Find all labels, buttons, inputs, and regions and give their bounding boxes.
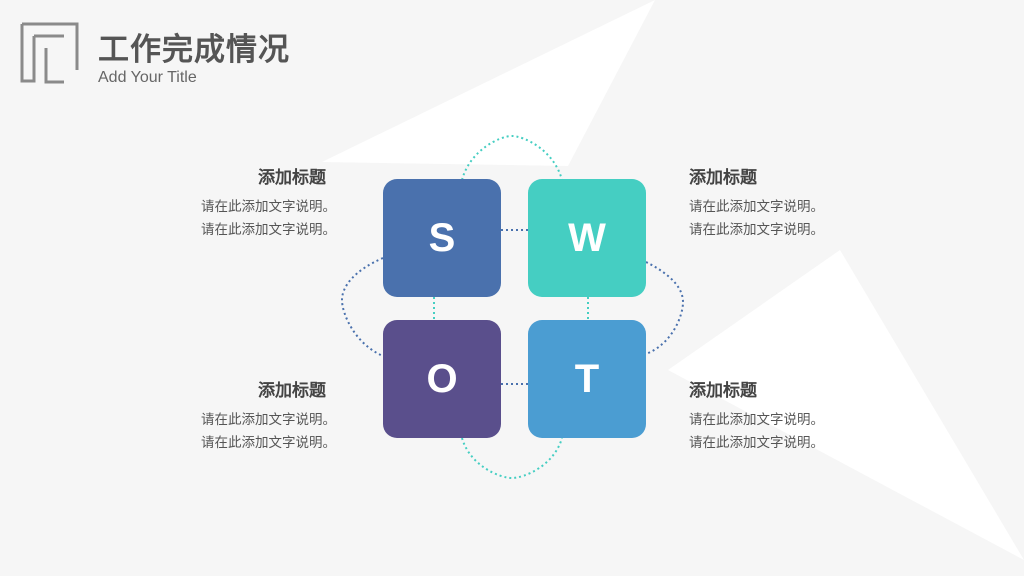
block-text-bottom-right-1: 请在此添加文字说明。 [689,412,824,428]
page-title: 工作完成情况 [98,32,290,68]
block-text-top-left-2: 请在此添加文字说明。 [201,222,336,238]
block-text-bottom-right-2: 请在此添加文字说明。 [689,435,824,451]
page-subtitle: Add Your Title [98,69,197,86]
block-heading-bottom-right: 添加标题 [689,381,757,401]
block-text-bottom-left-2: 请在此添加文字说明。 [201,435,336,451]
swot-tile-o: O [383,320,501,438]
block-heading-bottom-left: 添加标题 [258,381,326,401]
logo-icon [20,22,79,84]
block-heading-top-right: 添加标题 [689,168,757,188]
swot-tile-s: S [383,179,501,297]
background-triangle-right [668,250,1024,560]
block-text-top-right-1: 请在此添加文字说明。 [689,199,824,215]
block-text-top-right-2: 请在此添加文字说明。 [689,222,824,238]
block-text-bottom-left-1: 请在此添加文字说明。 [201,412,336,428]
block-heading-top-left: 添加标题 [258,168,326,188]
block-text-top-left-1: 请在此添加文字说明。 [201,199,336,215]
background-triangle-top [322,0,655,166]
swot-tile-w: W [528,179,646,297]
swot-tile-t: T [528,320,646,438]
